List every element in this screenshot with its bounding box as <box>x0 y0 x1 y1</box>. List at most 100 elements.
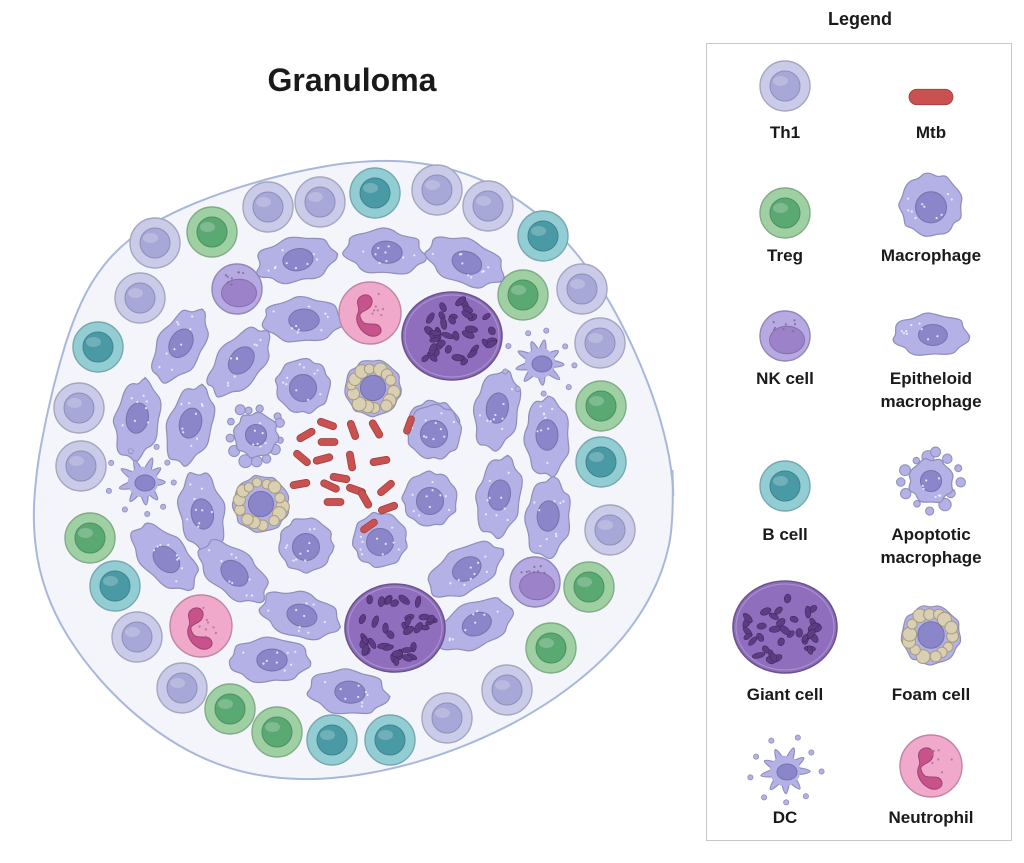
epitheloid-macrophage <box>523 395 570 478</box>
legend-label-bcell: B cell <box>762 525 808 544</box>
legend-icon-epitheloid <box>892 312 971 356</box>
legend-icon-treg <box>759 187 811 239</box>
epitheloid-macrophage <box>258 590 342 641</box>
epitheloid-macrophage <box>206 326 271 398</box>
apoptotic-macrophage <box>896 446 966 516</box>
mtb-bacillus <box>323 498 345 506</box>
th1-cell <box>129 217 181 269</box>
treg-cell <box>575 380 627 432</box>
epitheloid-macrophage <box>130 522 199 592</box>
legend-label-foam: Foam cell <box>891 685 971 704</box>
legend-icon-mtb <box>908 88 954 106</box>
th1-cell <box>556 263 608 315</box>
th1-cell <box>584 504 636 556</box>
epitheloid-macrophage <box>424 236 506 289</box>
epitheloid-macrophage <box>197 538 269 604</box>
treg-cell <box>64 512 116 564</box>
mtb-bacillus <box>293 449 311 467</box>
legend-label-dc: DC <box>772 808 798 827</box>
epitheloid-macrophage <box>475 454 523 540</box>
treg-cell <box>204 683 256 735</box>
th1-cell <box>574 317 626 369</box>
th1-cell <box>759 60 811 112</box>
th1-cell <box>156 662 208 714</box>
th1-cell <box>411 164 463 216</box>
b-cell <box>89 560 141 612</box>
b-cell <box>517 210 569 262</box>
macrophage <box>898 172 963 237</box>
b-cell <box>72 321 124 373</box>
diagram-title: Granuloma <box>267 62 437 98</box>
legend-icon-foam <box>900 605 962 666</box>
th1-cell <box>53 382 105 434</box>
th1-cell <box>481 664 533 716</box>
th1-cell <box>242 181 294 233</box>
epitheloid-macrophage <box>438 597 514 652</box>
b-cell <box>759 460 811 512</box>
legend-label-treg: Treg <box>767 246 803 265</box>
b-cell <box>306 714 358 766</box>
epitheloid-macrophage <box>524 475 571 560</box>
epitheloid-macrophage <box>256 236 339 285</box>
dendritic-cell <box>502 327 578 397</box>
mtb-bacillus <box>289 478 311 490</box>
legend-icon-apoptotic <box>896 446 966 516</box>
b-cell <box>575 436 627 488</box>
foam-cell <box>231 474 290 533</box>
dendritic-cell <box>747 734 825 806</box>
mtb-bacillus <box>403 415 415 435</box>
mtb-bacillus <box>908 88 954 106</box>
legend-box <box>706 43 1012 841</box>
giant-cell <box>401 291 503 381</box>
treg-cell <box>497 269 549 321</box>
treg-cell <box>251 706 303 758</box>
neutrophil <box>899 734 963 798</box>
legend-label-apoptotic: Apoptotic macrophage <box>880 525 982 567</box>
treg-cell <box>563 561 615 613</box>
mtb-bacillus <box>296 427 316 443</box>
mtb-bacillus <box>312 453 334 465</box>
legend-icon-nk <box>759 310 811 362</box>
apoptotic-macrophage <box>225 404 285 469</box>
mtb-bacillus <box>345 450 357 472</box>
b-cell <box>364 714 416 766</box>
legend-icon-macrophage <box>898 172 963 237</box>
neutrophil <box>338 281 402 345</box>
neutrophil <box>169 594 233 658</box>
treg-cell <box>525 622 577 674</box>
nk-cell <box>759 310 811 362</box>
legend-label-neutrophil: Neutrophil <box>888 808 974 827</box>
epitheloid-macrophage <box>112 376 162 463</box>
th1-cell <box>114 272 166 324</box>
giant-cell <box>344 583 446 673</box>
mtb-bacillus <box>357 489 373 509</box>
b-cell <box>349 167 401 219</box>
mtb-bacillus <box>329 472 351 484</box>
th1-cell <box>421 692 473 744</box>
treg-cell <box>759 187 811 239</box>
mtb-bacillus <box>377 479 395 497</box>
mtb-bacillus <box>360 518 378 534</box>
epitheloid-macrophage <box>261 296 345 343</box>
mtb-bacillus <box>377 501 399 515</box>
legend-icon-dc <box>747 734 825 806</box>
epitheloid-macrophage <box>228 636 312 684</box>
legend-icon-giant <box>732 580 838 674</box>
giant-cell <box>732 580 838 674</box>
mtb-bacillus <box>346 419 360 441</box>
legend-label-macrophage: Macrophage <box>880 246 982 265</box>
nk-cell <box>211 263 263 315</box>
epitheloid-macrophage <box>151 308 209 384</box>
macrophage <box>401 470 458 527</box>
epitheloid-macrophage <box>176 472 226 554</box>
macrophage <box>278 517 335 574</box>
treg-cell <box>186 206 238 258</box>
epitheloid-macrophage <box>306 668 391 715</box>
foam-cell <box>900 605 962 666</box>
mtb-bacillus <box>317 438 339 446</box>
th1-cell <box>55 440 107 492</box>
th1-cell <box>111 611 163 663</box>
legend-label-epitheloid: Epitheloid macrophage <box>880 369 982 411</box>
epitheloid-macrophage <box>342 227 428 275</box>
mtb-bacillus <box>320 479 340 493</box>
